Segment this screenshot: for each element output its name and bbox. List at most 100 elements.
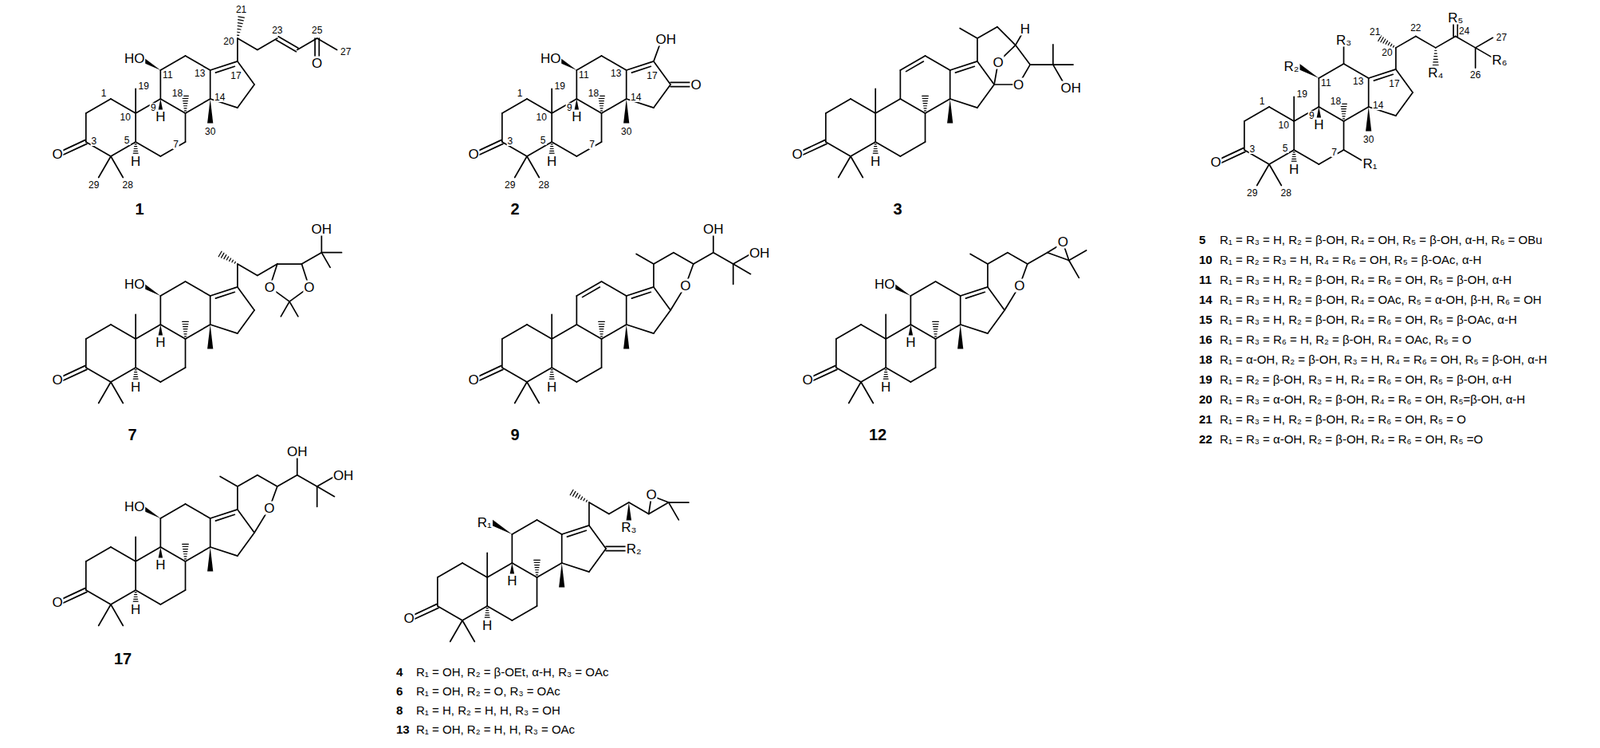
bond-line — [183, 100, 189, 102]
atom-number: 28 — [121, 180, 134, 190]
atom-label: O — [801, 373, 814, 387]
bond-line — [185, 546, 211, 562]
bond-line — [577, 495, 580, 499]
bond-line — [1368, 78, 1370, 107]
bond-line — [601, 98, 627, 114]
bond-line — [184, 558, 186, 559]
bond-line — [321, 251, 342, 254]
bond-line — [1341, 110, 1346, 112]
bond-line — [850, 156, 863, 178]
bond-line — [182, 546, 189, 547]
bond-line — [1342, 117, 1345, 119]
atom-number: 14 — [213, 92, 226, 103]
bond-line — [183, 548, 189, 550]
atom-number: 29 — [1246, 188, 1258, 198]
atom-label: O — [1210, 155, 1223, 170]
bond-line — [160, 70, 162, 99]
bond-line — [860, 381, 873, 404]
bond-line — [215, 291, 235, 299]
bond-line — [1415, 35, 1436, 48]
bond-line — [278, 36, 299, 48]
compound-number: 12 — [868, 426, 888, 443]
bond-line — [1007, 252, 1028, 264]
bond-line — [1395, 35, 1416, 48]
atom-number: 17 — [229, 70, 242, 81]
compound-number: 1 — [133, 200, 145, 217]
bond-line — [1434, 50, 1437, 52]
bond-line — [1344, 106, 1369, 122]
bond-line — [185, 324, 211, 339]
bond-line — [237, 263, 258, 276]
bond-line — [184, 105, 188, 107]
bond-line — [1052, 44, 1054, 65]
bond-line — [160, 281, 185, 296]
substituent-definition: R₁ = α-OH, R₂ = β-OH, R₃ = H, R₄ = R₆ = … — [1219, 353, 1548, 366]
bond-line — [673, 252, 694, 264]
bond-line — [935, 281, 961, 296]
bond-line — [551, 324, 577, 339]
wedge-bond — [207, 546, 213, 572]
wedge-bond — [558, 562, 565, 588]
bond-line — [289, 301, 299, 317]
bond-line — [1341, 108, 1347, 110]
bond-line — [60, 143, 87, 156]
atom-number: 13 — [609, 68, 622, 79]
bond-line — [874, 113, 877, 142]
atom-label: R₅ — [1446, 10, 1464, 24]
bond-line — [838, 156, 851, 178]
bond-line — [900, 141, 925, 157]
bond-line — [589, 548, 606, 572]
bond-line — [184, 555, 187, 557]
bond-line — [526, 381, 539, 404]
bond-line — [950, 61, 978, 71]
bond-line — [977, 27, 998, 39]
bond-line — [60, 369, 87, 382]
bond-line — [923, 110, 926, 111]
bond-line — [60, 591, 87, 604]
bond-line — [910, 295, 913, 325]
bond-line — [1434, 52, 1437, 54]
atom-number: 19 — [553, 81, 566, 91]
bond-line — [625, 295, 628, 325]
bond-line — [110, 98, 136, 114]
bond-line — [600, 333, 603, 335]
atom-label: O — [263, 501, 276, 515]
bond-line — [98, 156, 111, 178]
atom-label: O — [310, 55, 323, 70]
bond-line — [160, 518, 162, 547]
bond-line — [648, 502, 669, 514]
bond-line — [86, 98, 111, 114]
bond-line — [601, 338, 603, 368]
bond-line — [875, 98, 901, 114]
bond-line — [925, 55, 951, 71]
bond-line — [160, 295, 162, 325]
substituent-definition: R₁ = R₃ = H, R₂ = β-OH, R₄ = R₆ = OH, R₅… — [1219, 313, 1518, 326]
compound-number: 17 — [113, 650, 133, 667]
bond-line — [534, 566, 539, 568]
atom-label: O — [645, 487, 658, 501]
atom-number: 29 — [503, 180, 516, 190]
compound-number: 18 — [1199, 353, 1213, 366]
bond-line — [576, 367, 602, 382]
atom-number: 14 — [629, 92, 642, 103]
atom-number: 11 — [161, 70, 173, 80]
bond-line — [1293, 151, 1295, 153]
bond-line — [910, 367, 936, 382]
bond-line — [133, 373, 138, 375]
bond-line — [110, 381, 123, 404]
bond-line — [237, 475, 258, 487]
atom-label: H — [1288, 161, 1300, 176]
bond-line — [1027, 252, 1048, 264]
bond-line — [925, 98, 951, 114]
substituent-definition: R₁ = OH, R₂ = O, R₃ = OAc — [416, 684, 561, 697]
bond-line — [534, 559, 541, 561]
bond-line — [526, 156, 539, 178]
atom-number: 3 — [506, 136, 514, 146]
bond-line — [184, 335, 186, 337]
atom-label: O — [791, 147, 804, 162]
bond-line — [85, 113, 87, 142]
atom-number: 28 — [1280, 188, 1293, 198]
bond-line — [236, 263, 239, 287]
bond-line — [884, 369, 887, 370]
atom-number: 20 — [222, 36, 235, 47]
